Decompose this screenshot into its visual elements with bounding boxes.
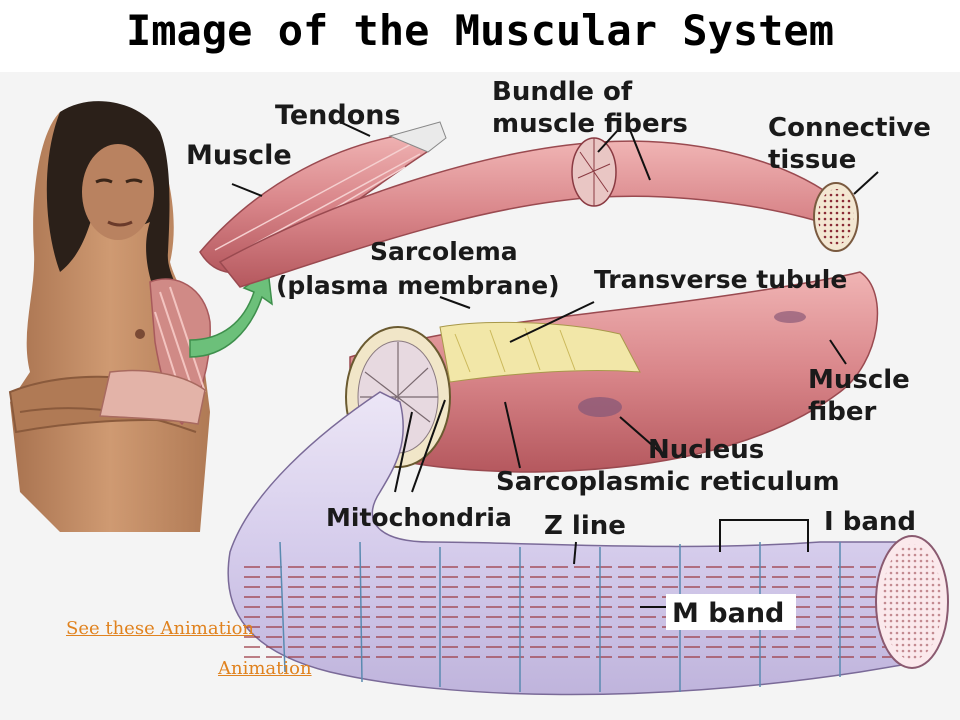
see-animation-link[interactable]: See these Animation: [66, 618, 255, 639]
label-muscle-fiber-line2: fiber: [808, 397, 877, 427]
label-z-line: Z line: [544, 511, 626, 541]
label-tendons: Tendons: [275, 100, 401, 131]
label-bundle-line1: Bundle of: [492, 77, 633, 107]
muscle-diagram-svg: Tendons Muscle Bundle of muscle fibers C…: [0, 72, 960, 720]
label-transverse-tubule: Transverse tubule: [594, 265, 847, 294]
label-sarcoplasmic-reticulum: Sarcoplasmic reticulum: [496, 467, 840, 497]
label-connective-line1: Connective: [768, 113, 931, 143]
fascicle-illustration: [218, 137, 859, 288]
label-muscle: Muscle: [186, 140, 292, 171]
label-nucleus: Nucleus: [648, 435, 764, 465]
label-sarcolema-line1: Sarcolema: [370, 237, 518, 266]
leader-lines: [231, 121, 879, 608]
m-band-label-bg: [666, 594, 796, 630]
label-sarcolema-line2: (plasma membrane): [276, 271, 560, 300]
label-connective-line2: tissue: [768, 145, 856, 175]
muscle-fiber-illustration: [345, 271, 879, 473]
page-title: Image of the Muscular System: [125, 6, 834, 55]
muscle-diagram: Tendons Muscle Bundle of muscle fibers C…: [0, 72, 960, 720]
label-bundle-line2: muscle fibers: [492, 109, 688, 139]
label-muscle-fiber-line1: Muscle: [808, 365, 910, 395]
label-mitochondria: Mitochondria: [326, 503, 512, 532]
label-i-band: I band: [824, 507, 916, 537]
animation-link[interactable]: Animation: [218, 658, 312, 679]
label-m-band: M band: [672, 598, 784, 629]
human-figure: [8, 101, 211, 533]
